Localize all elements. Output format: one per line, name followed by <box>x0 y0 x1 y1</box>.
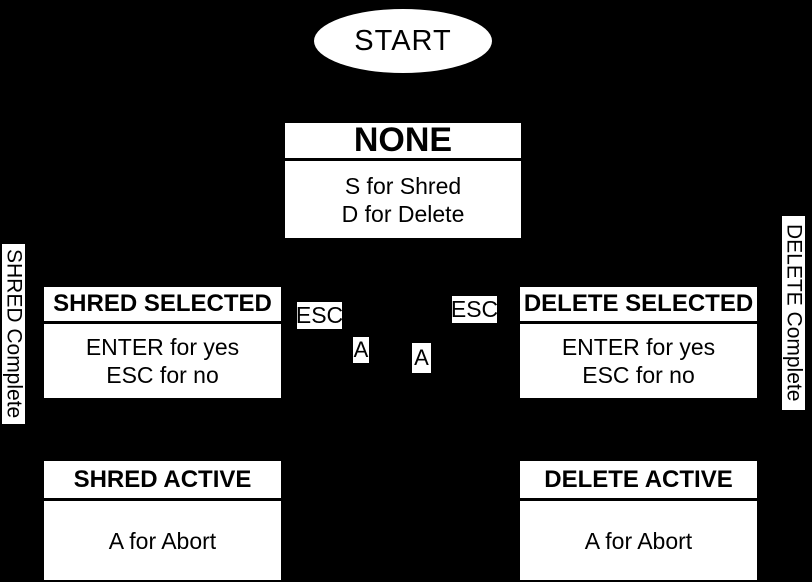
edge-label-esc-right: ESC <box>450 296 499 323</box>
state-title-none: NONE <box>285 121 521 161</box>
state-line: S for Shred <box>344 172 462 199</box>
state-body-delete-active: A for Abort <box>520 501 757 580</box>
state-line: ENTER for yes <box>561 334 716 360</box>
state-title-shred-active: SHRED ACTIVE <box>44 461 281 501</box>
state-body-delete-selected: ENTER for yes ESC for no <box>520 324 757 398</box>
state-node-none: NONE S for Shred D for Delete <box>285 121 521 238</box>
state-body-shred-active: A for Abort <box>44 501 281 580</box>
state-line: ENTER for yes <box>85 334 240 360</box>
edge-label-a-right: A <box>412 343 431 373</box>
state-node-shred-selected: SHRED SELECTED ENTER for yes ESC for no <box>44 287 281 398</box>
state-line: ESC for no <box>582 362 695 388</box>
state-line: ESC for no <box>106 362 219 388</box>
state-title-delete-active: DELETE ACTIVE <box>520 461 757 501</box>
start-node: START <box>314 9 492 73</box>
edge-label-esc-left: ESC <box>295 302 344 329</box>
state-node-delete-active: DELETE ACTIVE A for Abort <box>520 461 757 580</box>
state-node-delete-selected: DELETE SELECTED ENTER for yes ESC for no <box>520 287 757 398</box>
state-line: A for Abort <box>584 527 693 554</box>
state-title-shred-selected: SHRED SELECTED <box>44 287 281 324</box>
state-body-shred-selected: ENTER for yes ESC for no <box>44 324 281 398</box>
edge-label-delete-complete: DELETE Complete <box>782 216 806 410</box>
state-node-shred-active: SHRED ACTIVE A for Abort <box>44 461 281 580</box>
edge-label-shred-complete: SHRED Complete <box>2 244 26 424</box>
state-title-delete-selected: DELETE SELECTED <box>520 287 757 324</box>
state-line: A for Abort <box>108 527 217 554</box>
state-line: D for Delete <box>341 200 465 227</box>
edge-label-a-left: A <box>353 337 369 363</box>
start-node-label: START <box>354 24 452 57</box>
state-body-none: S for Shred D for Delete <box>285 161 521 238</box>
